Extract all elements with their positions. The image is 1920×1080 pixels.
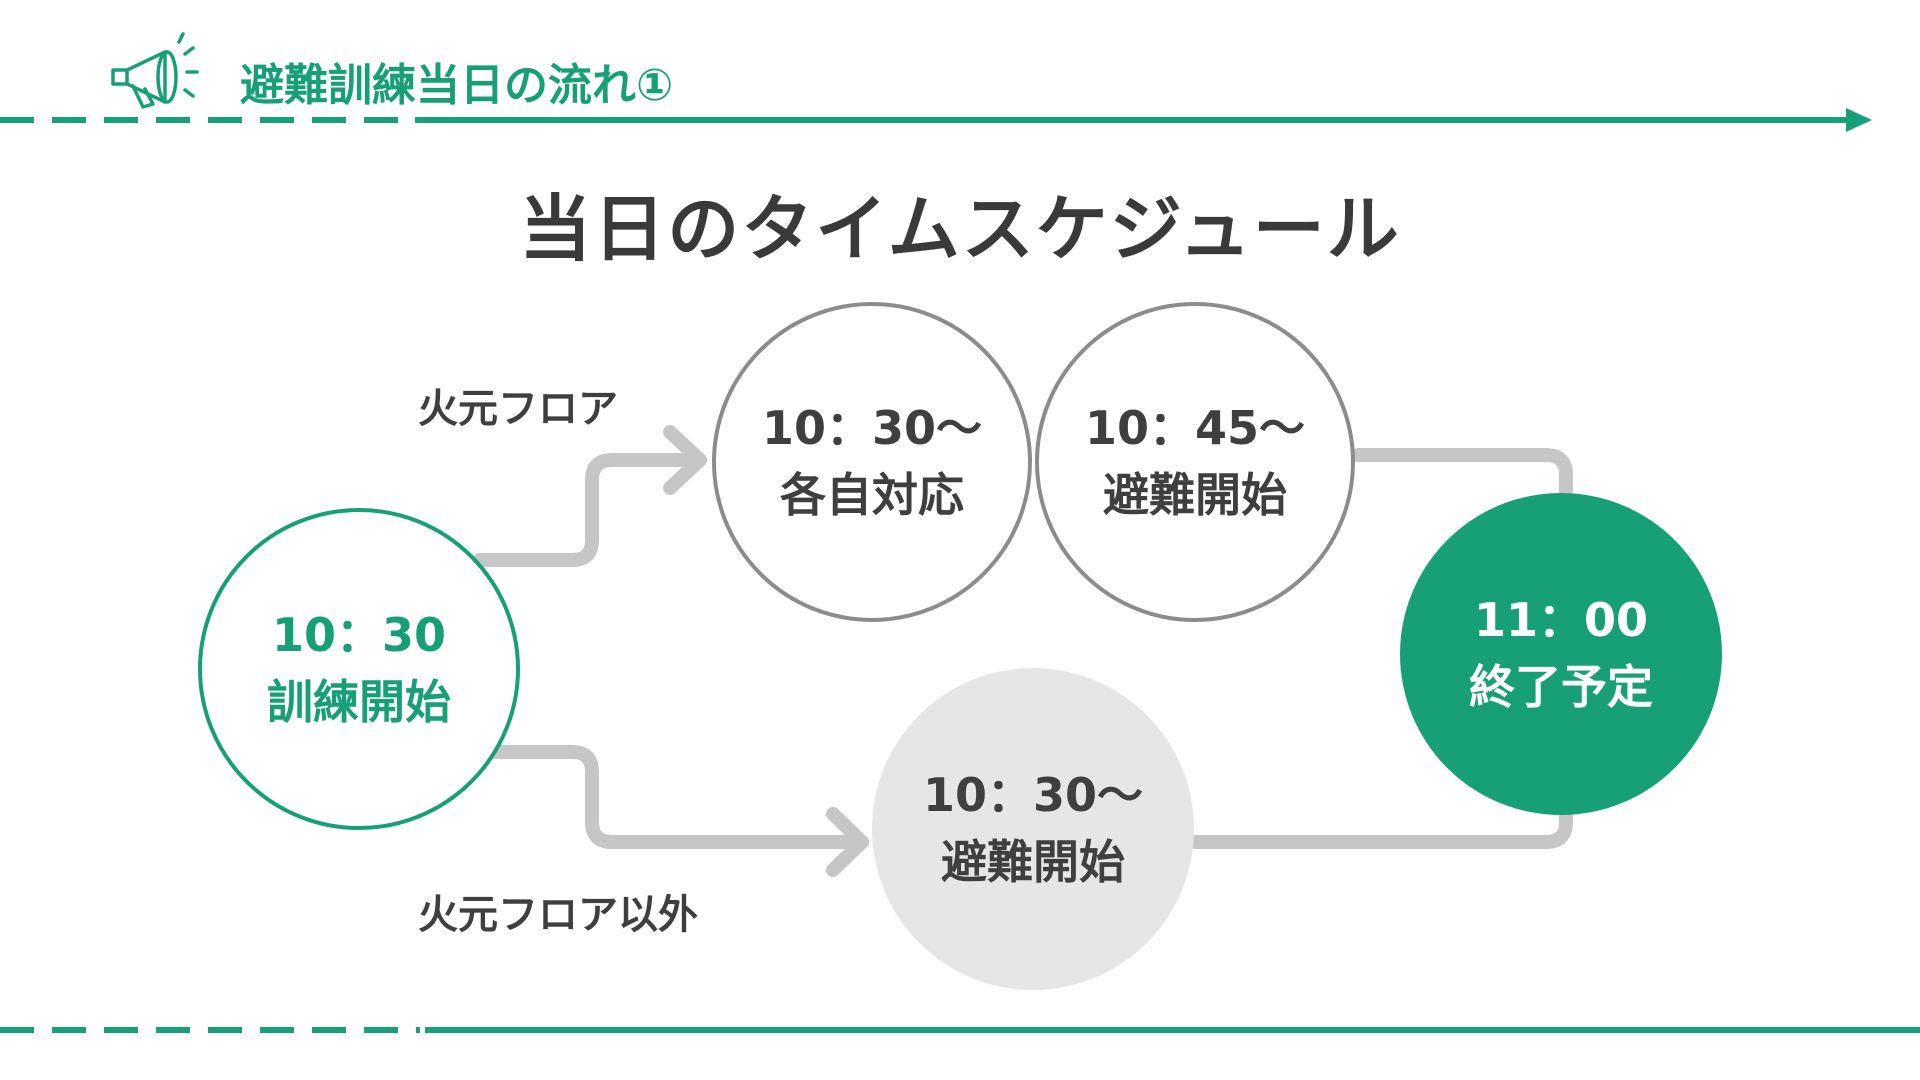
node-start-time: 10：30 [271,608,447,663]
node-upper-step2: 10：45～ 避難開始 [1035,302,1355,622]
node-start: 10：30 訓練開始 [198,508,520,830]
node-upper-step2-label: 避難開始 [1103,468,1287,522]
node-upper-step1: 10：30～ 各自対応 [712,302,1032,622]
node-start-label: 訓練開始 [267,675,451,729]
node-end-label: 終了予定 [1469,660,1653,714]
node-lower-step-label: 避難開始 [941,835,1125,889]
node-lower-step: 10：30～ 避難開始 [872,668,1194,990]
node-lower-step-time: 10：30～ [922,768,1144,823]
connector-start-to-upper [473,453,707,567]
node-end: 11：00 終了予定 [1400,493,1722,815]
connector-upper-to-end [1351,448,1573,547]
branch-label-upper: 火元フロア [418,386,618,432]
page-title: 当日のタイムスケジュール [519,187,1401,271]
bottom-divider [0,1027,1920,1033]
top-divider [0,108,1872,132]
connector-start-to-lower [488,745,869,849]
node-upper-step2-time: 10：45～ [1084,401,1306,456]
node-end-time: 11：00 [1473,593,1649,648]
node-upper-step1-time: 10：30～ [761,401,983,456]
branch-label-lower: 火元フロア以外 [418,892,698,938]
megaphone-icon [111,32,199,109]
connector-lower-to-end [1188,753,1573,849]
header-title: 避難訓練当日の流れ① [240,60,674,111]
arrowhead-upper [663,425,707,495]
arrowhead-lower [826,807,869,877]
node-upper-step1-label: 各自対応 [780,468,964,522]
